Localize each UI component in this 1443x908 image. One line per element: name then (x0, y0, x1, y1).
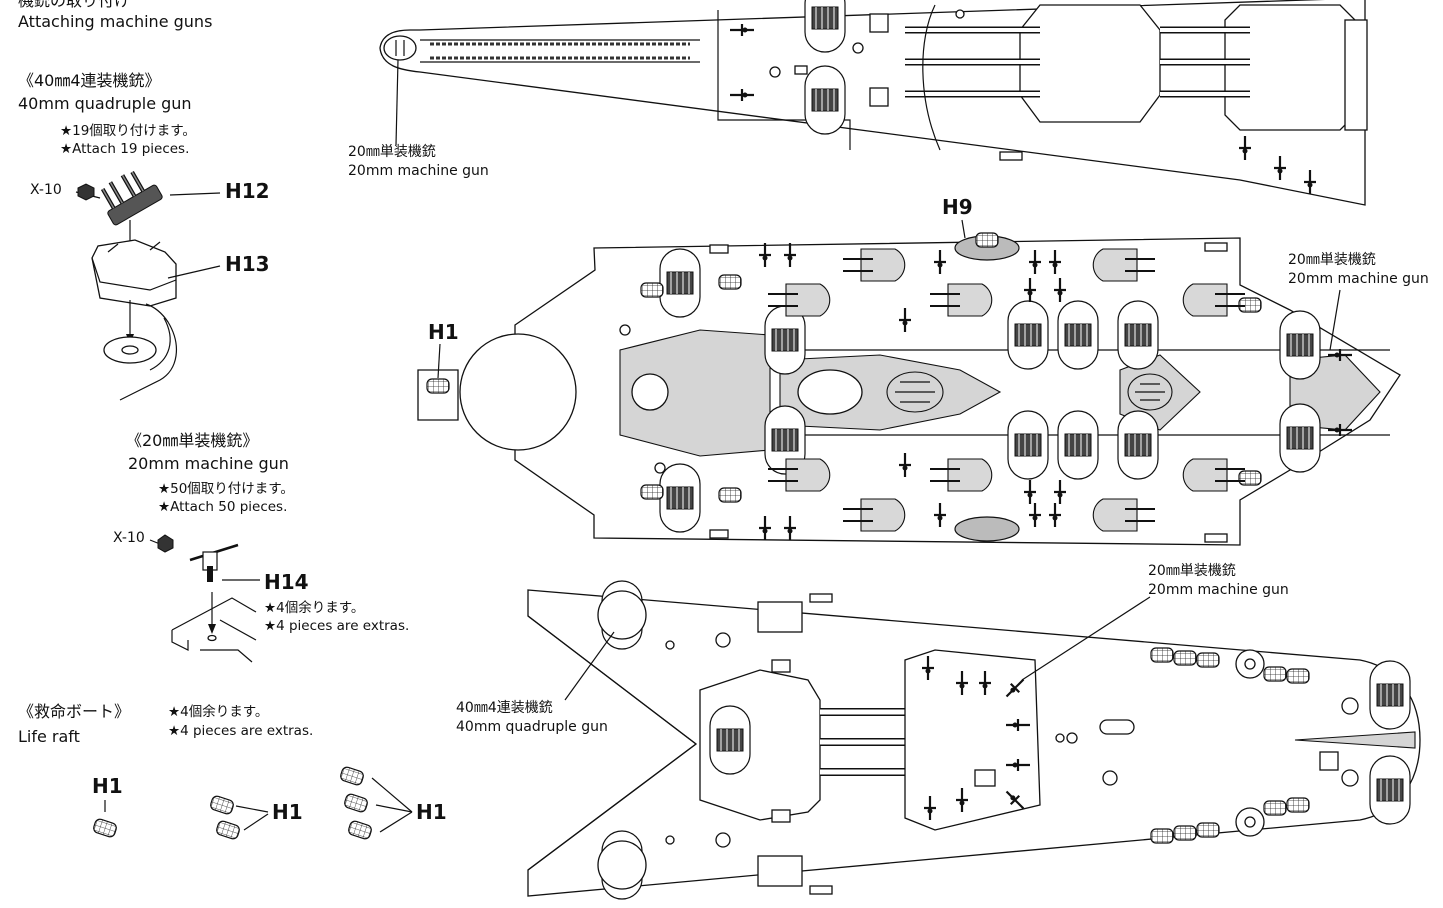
callout-gun20-mid-jp: 20㎜単装機銃 (1288, 252, 1376, 268)
bow-deck-plan (379, 0, 1368, 206)
single-gun-heading-en: 20mm machine gun (128, 454, 289, 473)
part-label-h1-single: H1 (92, 774, 123, 798)
callout-gun20-bottom-en: 20mm machine gun (1148, 582, 1289, 598)
part-label-x10-single: X-10 (113, 530, 145, 546)
single-gun-assembly-illustration (149, 534, 260, 663)
single-gun-extra-en: ★4 pieces are extras. (264, 618, 410, 634)
part-label-h12: H12 (225, 179, 270, 203)
callout-gun20-top-en: 20mm machine gun (348, 163, 489, 179)
life-raft-heading-jp: 《救命ボート》 (18, 702, 131, 721)
quad-gun-heading-jp: 《40㎜4連装機銃》 (18, 71, 161, 90)
part-label-h1-triple: H1 (416, 800, 447, 824)
callout-h1-deck: H1 (428, 320, 459, 344)
life-raft-heading-en: Life raft (18, 727, 80, 746)
single-gun-note-jp: ★50個取り付けます。 (158, 481, 294, 497)
quad-gun-heading-en: 40mm quadruple gun (18, 94, 192, 113)
quad-gun-note-en: ★Attach 19 pieces. (60, 141, 190, 157)
life-raft-extra-jp: ★4個余ります。 (168, 704, 269, 720)
callout-gun20-top-jp: 20㎜単装機銃 (348, 144, 436, 160)
single-gun-note-en: ★Attach 50 pieces. (158, 499, 288, 515)
callout-gun20-mid-en: 20mm machine gun (1288, 271, 1429, 287)
part-label-h13: H13 (225, 252, 270, 276)
callout-quad40-en: 40mm quadruple gun (456, 719, 608, 735)
callout-h9: H9 (942, 195, 973, 219)
part-label-h14: H14 (264, 570, 309, 594)
part-label-h1-double: H1 (272, 800, 303, 824)
section-title-jp: 機銃の取り付け (18, 0, 131, 10)
life-raft-illustrations (91, 765, 413, 841)
stern-deck-plan (527, 580, 1421, 900)
single-gun-extra-jp: ★4個余ります。 (264, 600, 365, 616)
quad-gun-assembly-illustration (75, 171, 221, 401)
life-raft-extra-en: ★4 pieces are extras. (168, 723, 314, 739)
single-gun-heading-jp: 《20㎜単装機銃》 (126, 431, 259, 450)
section-title-en: Attaching machine guns (18, 12, 213, 31)
midship-deck-plan (417, 219, 1401, 546)
callout-quad40-jp: 40㎜4連装機銃 (456, 700, 553, 716)
callout-gun20-bottom-jp: 20㎜単装機銃 (1148, 563, 1236, 579)
part-label-x10-quad: X-10 (30, 182, 62, 198)
quad-gun-note-jp: ★19個取り付けます。 (60, 123, 196, 139)
